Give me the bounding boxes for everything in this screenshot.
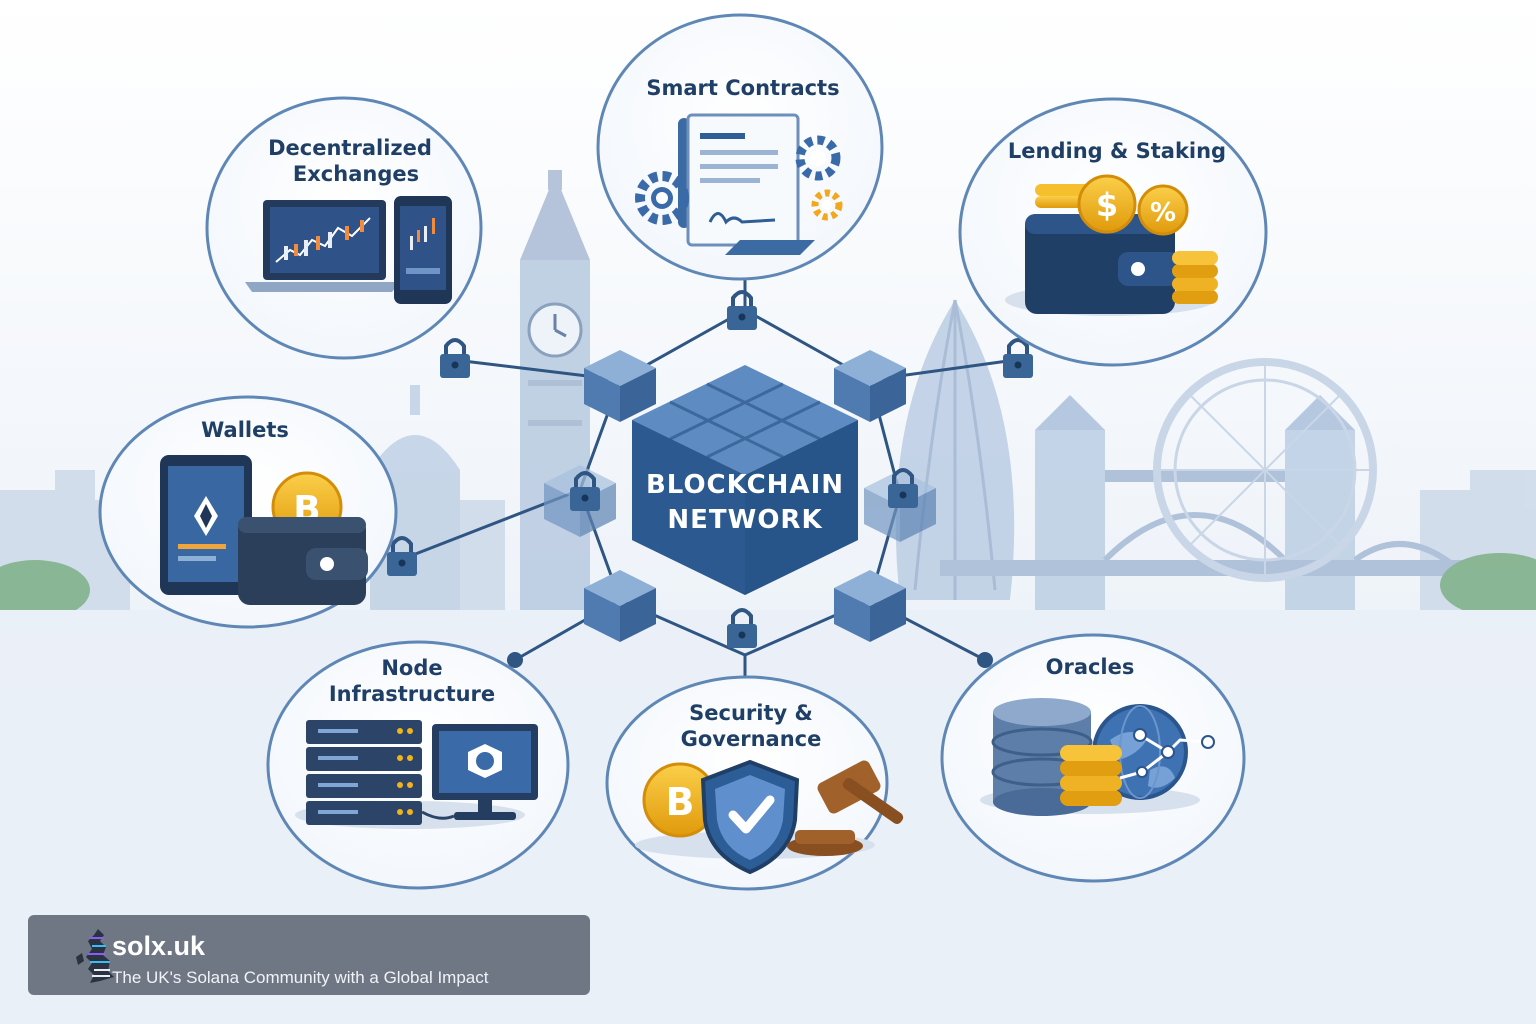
phone-chart-icon <box>394 196 452 304</box>
node-security-governance[interactable]: Security & Governance B <box>605 675 905 891</box>
small-cube-bl <box>584 570 656 642</box>
node-smart-contracts[interactable]: Smart Contracts <box>596 13 884 281</box>
node-label: Node <box>381 656 442 680</box>
gear-icon <box>811 189 843 221</box>
gear-icon <box>795 135 841 181</box>
gear-icon <box>635 171 689 225</box>
network-graph-icon <box>1119 728 1215 780</box>
gavel-icon <box>787 760 904 856</box>
coin-stack-icon <box>1172 251 1218 304</box>
laptop-chart-icon <box>245 200 400 292</box>
padlock-icon <box>888 468 918 508</box>
padlock-icon <box>727 290 757 330</box>
dollar-coin-icon: $ <box>1077 174 1137 234</box>
node-label: Wallets <box>201 418 289 442</box>
bitcoin-symbol: B <box>666 780 695 824</box>
bitcoin-coin-icon: B <box>642 762 718 838</box>
dollar-symbol: $ <box>1096 186 1118 224</box>
server-rack-icon <box>306 720 422 825</box>
brand-banner: solx.uk The UK's Solana Community with a… <box>28 915 590 995</box>
node-label: Smart Contracts <box>646 76 839 100</box>
uk-map-logo <box>76 929 114 983</box>
node-label: Security & <box>689 701 813 725</box>
padlock-icon <box>1003 338 1033 378</box>
small-cube-tl <box>584 350 656 422</box>
padlock-icon <box>570 471 600 511</box>
node-label: Oracles <box>1046 655 1135 679</box>
percent-coin-icon: % <box>1137 184 1189 236</box>
small-cube-br <box>834 570 906 642</box>
mobile-wallet-icon <box>160 455 252 595</box>
tower-bridge <box>940 395 1473 610</box>
blockchain-network-hub: BLOCKCHAIN NETWORK <box>632 365 858 595</box>
brand-name: solx.uk <box>112 931 206 961</box>
hub-label-line2: NETWORK <box>667 505 822 535</box>
padlock-icon <box>440 338 470 378</box>
node-label: Infrastructure <box>329 682 495 706</box>
small-cube-tr <box>834 350 906 422</box>
padlock-icon <box>387 536 417 576</box>
node-label: Lending & Staking <box>1008 139 1226 163</box>
contract-document-icon <box>678 113 815 255</box>
node-node-infrastructure[interactable]: Node Infrastructure <box>266 640 570 890</box>
london-eye <box>1153 358 1377 582</box>
node-lending-staking[interactable]: Lending & Staking $ % <box>958 97 1268 367</box>
percent-symbol: % <box>1150 198 1176 228</box>
wallet-icon <box>238 517 368 605</box>
node-label: Exchanges <box>293 162 419 186</box>
node-label: Governance <box>681 727 822 751</box>
monitor-icon <box>421 724 538 820</box>
coin-stack-icon <box>1060 745 1122 806</box>
connector-dot <box>977 652 993 668</box>
connector-dot <box>507 652 523 668</box>
shield-check-icon <box>700 759 800 875</box>
padlock-icon <box>727 608 757 648</box>
brand-tagline: The UK's Solana Community with a Global … <box>112 968 489 987</box>
node-label: Decentralized <box>268 136 432 160</box>
node-decentralized-exchanges[interactable]: Decentralized Exchanges <box>205 96 483 360</box>
hub-label-line1: BLOCKCHAIN <box>646 470 844 500</box>
big-ben-tower <box>520 170 590 620</box>
trees <box>0 553 1536 620</box>
node-oracles[interactable]: Oracles <box>940 633 1246 883</box>
node-wallets[interactable]: Wallets B <box>98 395 398 629</box>
